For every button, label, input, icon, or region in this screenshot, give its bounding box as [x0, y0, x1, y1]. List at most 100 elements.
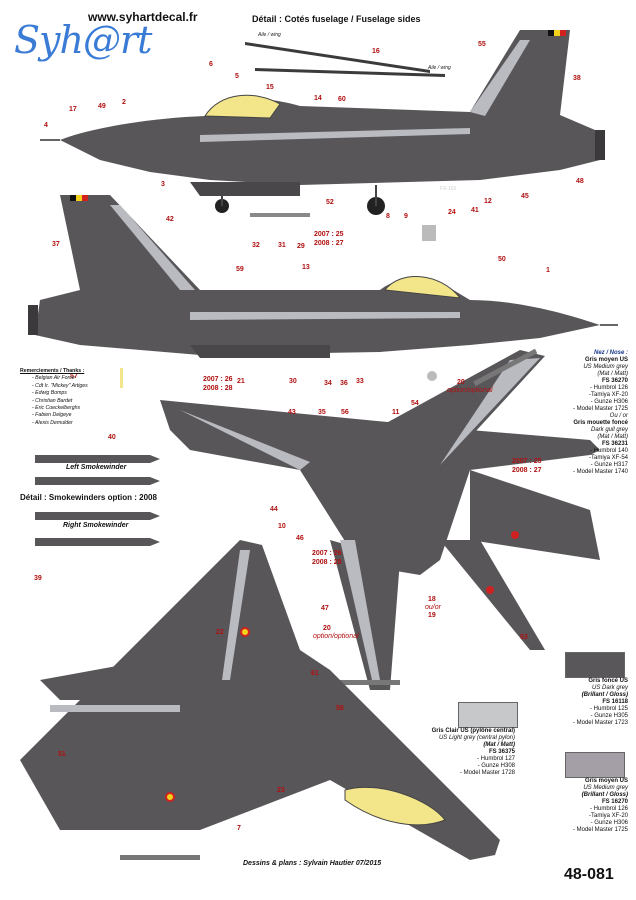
dark-grey-swatch [565, 652, 625, 678]
callout-number: 54 [411, 400, 419, 407]
option-label-a: option/optional [447, 387, 493, 394]
paint-line: (Mat / Matt) [597, 371, 628, 377]
paint-line: - Model Master 1723 [572, 720, 628, 726]
paint-line: Gris foncé US [588, 678, 628, 684]
paint-line: FS 16118 [602, 699, 628, 705]
paint-line: - Gunze H306 [590, 399, 628, 405]
callout-number: 22 [216, 629, 224, 636]
paint-line: FS 16270 [601, 799, 628, 805]
callout-number: 13 [302, 264, 310, 271]
date-label-plan2-b: 2008 : 28 [312, 559, 342, 566]
paint-line: Gris moyen US [584, 778, 628, 784]
option-label-b: option/optional [313, 633, 359, 640]
option-20a: 20 [457, 379, 465, 386]
date-label-plan1-b: 2008 : 27 [512, 467, 542, 474]
callout-number: 23 [277, 787, 285, 794]
lower-fuselage [35, 195, 600, 355]
light-grey-swatch [458, 702, 518, 728]
callout-number: 24 [448, 209, 456, 216]
paint-line: - Model Master 1725 [572, 406, 628, 412]
paint-line: - Humbrol 125 [589, 706, 628, 712]
callout-number: 6 [209, 61, 213, 68]
callout-number: 41 [471, 207, 479, 214]
paint-line: - Model Master 1740 [572, 469, 628, 475]
nose-or: Ou / or [609, 413, 628, 419]
callout-number: 44 [270, 506, 278, 513]
paint-line: Gris moyen US [584, 357, 628, 363]
upper-fuselage-stripe [200, 128, 470, 142]
callout-number: 60 [338, 96, 346, 103]
callout-number: 38 [573, 75, 581, 82]
option-19: 19 [428, 612, 436, 619]
left-smokewinder-label: Left Smokewinder [66, 464, 127, 471]
callout-number: 33 [356, 378, 364, 385]
top-plan-stab-right [470, 470, 600, 560]
callout-number: 59 [236, 266, 244, 273]
date-label-plan1-a: 2007 : 25 [512, 458, 542, 465]
callout-number: 7 [237, 825, 241, 832]
paint-line: US Medium grey [583, 785, 628, 791]
upper-side-view [40, 30, 605, 215]
wing-label-1: Aile / wing [258, 32, 281, 38]
upper-fuselage [60, 30, 600, 185]
callout-number: 56 [341, 409, 349, 416]
paint-line: - Model Master 1725 [572, 827, 628, 833]
thanks-block: Remerciements / Thanks : - Belgian Air F… [20, 368, 88, 427]
paint-line: US Light grey (central pylon) [438, 735, 515, 741]
upper-tail-stripe [470, 40, 530, 116]
thanks-list: - Belgian Air Force- Cdt Ir. "Mickey" Ar… [32, 375, 88, 427]
paint-line: -Tamiya XF-54 [588, 455, 628, 461]
plans-credit: Dessins & plans : Sylvain Hautier 07/201… [243, 860, 382, 867]
paint-line: - Gunze H317 [590, 462, 628, 468]
website-url[interactable]: www.syhartdecal.fr [88, 10, 198, 24]
top-plan-stab-lower [440, 540, 545, 650]
thanks-name: - Edwig Bomps [32, 390, 67, 397]
callout-number: 45 [521, 193, 529, 200]
callout-number: 9 [404, 213, 408, 220]
paint-line: (Brillant / Gloss) [581, 792, 628, 798]
paint-line: (Brillant / Gloss) [581, 692, 628, 698]
right-smokewinder-label: Right Smokewinder [63, 522, 129, 529]
left-smokewinder [35, 455, 160, 485]
callout-number: 51 [58, 751, 66, 758]
thanks-title: Remerciements / Thanks : [20, 368, 85, 374]
paint-line: - Model Master 1728 [459, 770, 515, 776]
fuselage-side-detail [245, 42, 445, 77]
nose-title: Nez / Nose : [593, 350, 628, 356]
paint-line: - Gunze H306 [590, 820, 628, 826]
paint-line: US Dark grey [591, 685, 628, 691]
callout-number: 49 [98, 103, 106, 110]
callout-number: 2 [122, 99, 126, 106]
callout-number: 32 [252, 242, 260, 249]
right-smokewinder [35, 512, 160, 546]
date-label-plan2-a: 2007 : 26 [312, 550, 342, 557]
callout-number: 50 [498, 256, 506, 263]
callout-number: 40 [108, 434, 116, 441]
date-label-top-b: 2008 : 27 [314, 240, 344, 247]
bottom-plan-canopy [344, 786, 446, 826]
smokewinder-detail-title: Détail : Smokewinders option : 2008 [20, 493, 157, 502]
callout-number: 1 [546, 267, 550, 274]
light-grey-lines: Gris Clair US (pylône central)US Light g… [400, 728, 515, 777]
callout-number: 52 [326, 199, 334, 206]
callout-number: 14 [314, 95, 322, 102]
paint-line: Gris mouette foncé [573, 420, 628, 426]
paint-line: (Mat / Matt) [597, 434, 628, 440]
callout-number: 48 [576, 178, 584, 185]
paint-line: - Humbrol 140 [589, 448, 628, 454]
detail-fuselage-title: Détail : Cotés fuselage / Fuselage sides [252, 14, 421, 24]
option-18: 18 [428, 596, 436, 603]
callout-number: 3 [161, 181, 165, 188]
callout-number: 4 [44, 122, 48, 129]
upper-canopy [204, 94, 281, 119]
thanks-name: - Christian Bardet [32, 397, 73, 404]
callout-number: 29 [297, 243, 305, 250]
thanks-name: - Cdt Ir. "Mickey" Artiges [32, 382, 88, 389]
thanks-name: - Alexis Demulder [32, 419, 73, 426]
thanks-name: - Belgian Air Force [32, 375, 75, 382]
